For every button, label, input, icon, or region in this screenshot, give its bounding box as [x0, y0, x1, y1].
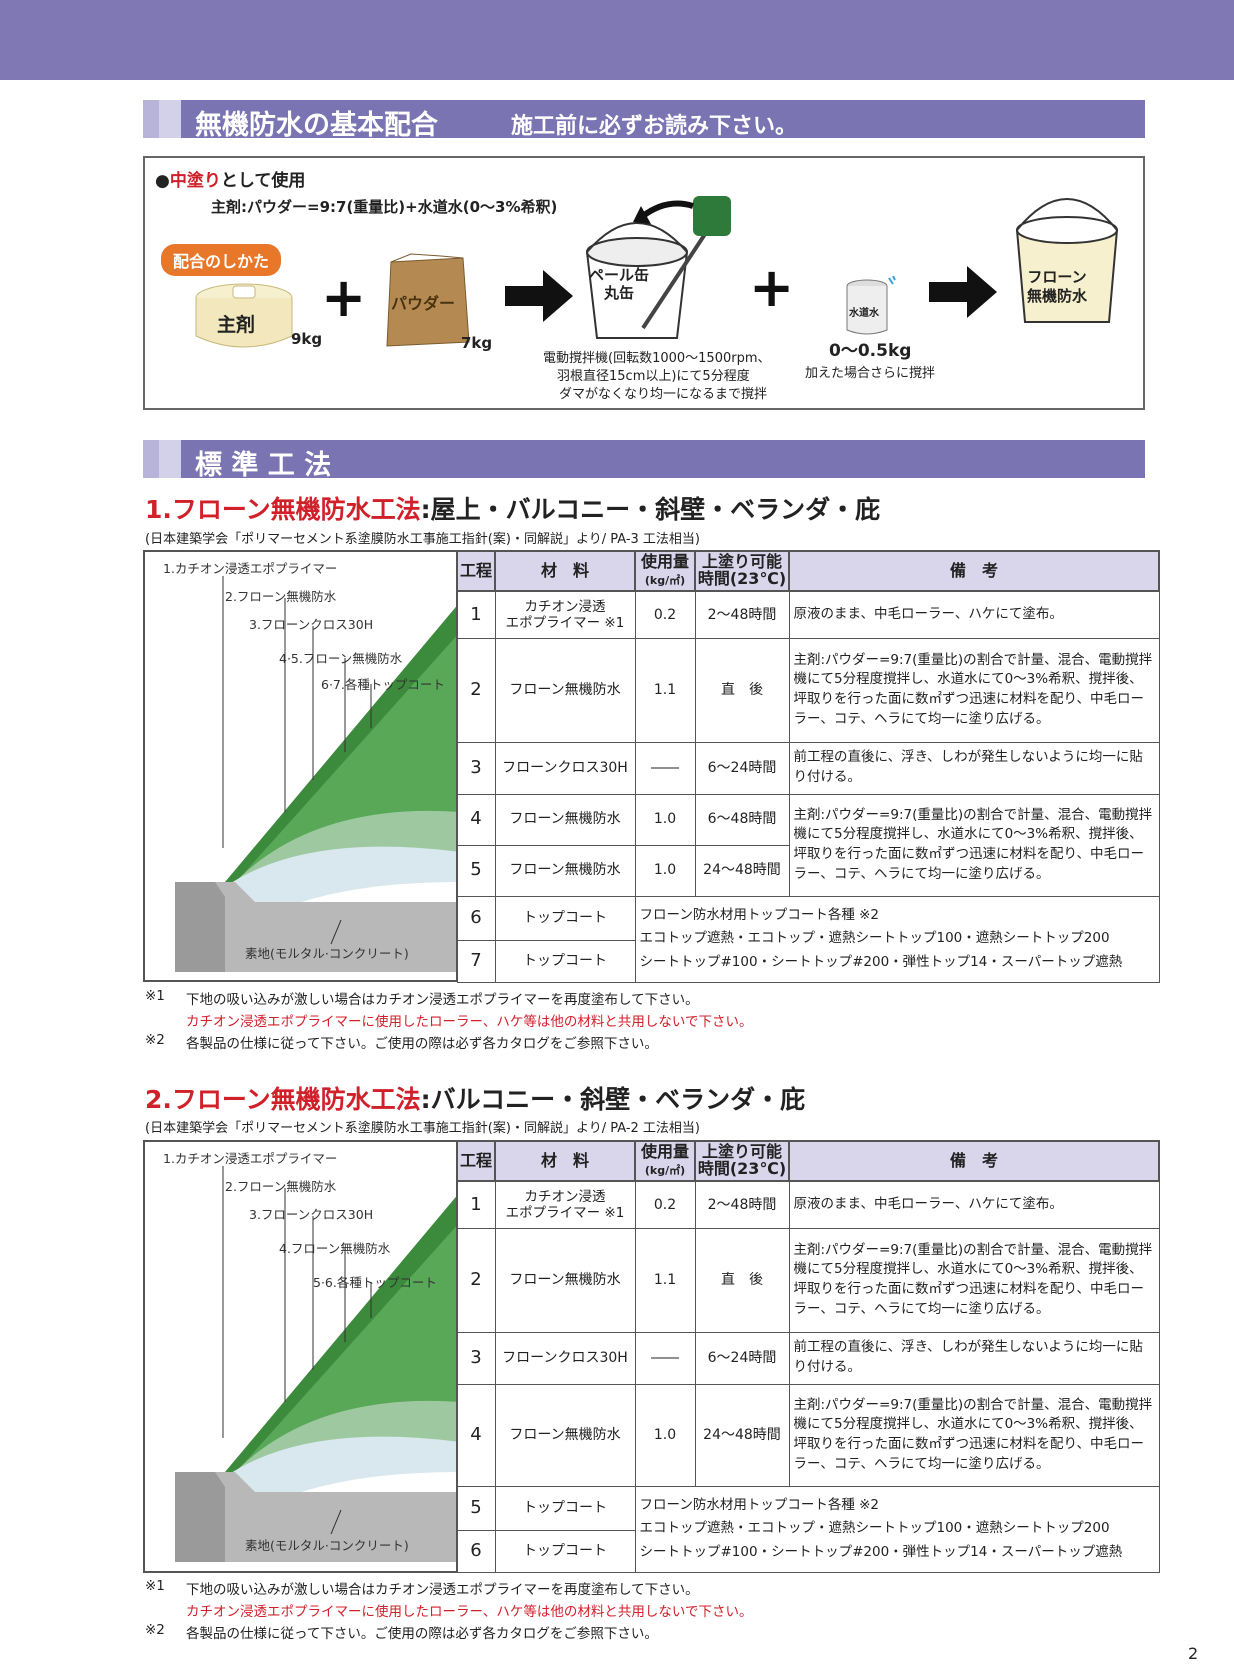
- method1-spec-table: 工程 材 料 使用量(kg/㎡) 上塗り可能時間(23℃) 備 考 1 カチオン…: [456, 550, 1160, 983]
- col-material: 材 料: [494, 550, 636, 592]
- mixer-note-1: 電動撹拌機(回転数1000〜1500rpm、: [543, 351, 771, 366]
- main-agent-label: 主剤: [217, 314, 256, 336]
- layer-label-5: 6·7.各種トップコート: [321, 677, 445, 692]
- method1-layer-diagram: 1.カチオン浸透エポプライマー 2.フローン無機防水 3.フローンクロス30H …: [143, 550, 458, 982]
- layer-illustration: [175, 576, 456, 972]
- main-weight: 9kg: [291, 330, 323, 348]
- water-can-label: 水道水: [849, 308, 879, 319]
- layer-label-5: 5·6.各種トップコート: [313, 1275, 437, 1290]
- method1-title: 1.フローン無機防水工法:屋上・バルコニー・斜壁・ベランダ・庇: [145, 495, 881, 524]
- layer-label-2: 2.フローン無機防水: [225, 1179, 337, 1194]
- page-number: 2: [1188, 1644, 1199, 1663]
- method2-title: 2.フローン無機防水工法:バルコニー・斜壁・ベランダ・庇: [145, 1085, 806, 1114]
- method2-note1-red: カチオン浸透エポプライマーに使用したローラー、ハケ等は他の材料と共用しないで下さ…: [186, 1604, 753, 1620]
- arrow-right-icon: [505, 270, 573, 322]
- layer-label-3: 3.フローンクロス30H: [249, 617, 374, 632]
- layer-label-1: 1.カチオン浸透エポプライマー: [163, 1151, 338, 1166]
- section-header-standard-method: 標 準 工 法: [143, 440, 1145, 481]
- layer-label-3: 3.フローンクロス30H: [249, 1207, 374, 1222]
- col-material: 材 料: [494, 1140, 636, 1182]
- method2-note2-mark: ※2: [145, 1622, 165, 1638]
- main-agent-icon: [195, 283, 293, 348]
- table-row: 2 フローン無機防水 1.1 直 後 主剤:パウダー=9:7(重量比)の割合で計…: [456, 1227, 1160, 1333]
- col-recoat: 上塗り可能時間(23℃): [694, 550, 790, 592]
- mix-box: ●中塗りとして使用 主剤:パウダー=9:7(重量比)+水道水(0〜3%希釈) 配…: [143, 156, 1145, 410]
- method2-layer-diagram: 1.カチオン浸透エポプライマー 2.フローン無機防水 3.フローンクロス30H …: [143, 1140, 458, 1573]
- water-note: 加えた場合さらに撹拌: [805, 366, 936, 381]
- powder-label: パウダー: [391, 294, 456, 313]
- powder-weight: 7kg: [461, 334, 493, 352]
- section-title-2: 標 準 工 法: [195, 450, 332, 481]
- table-row: 4 フローン無機防水 1.0 24〜48時間 主剤:パウダー=9:7(重量比)の…: [456, 1383, 1160, 1487]
- method2-spec-table: 工程 材 料 使用量(kg/㎡) 上塗り可能時間(23℃) 備 考 1 カチオン…: [456, 1140, 1160, 1573]
- table-row: 4 フローン無機防水 1.0 6〜48時間 主剤:パウダー=9:7(重量比)の割…: [456, 793, 1160, 897]
- method2-note1: 下地の吸い込みが激しい場合はカチオン浸透エポプライマーを再度塗布して下さい。: [186, 1582, 699, 1598]
- method1-note1-mark: ※1: [145, 988, 165, 1004]
- mixer-note-3: ダマがなくなり均一になるまで撹拌: [559, 387, 768, 402]
- water-can-icon: [846, 276, 896, 335]
- method1-note1: 下地の吸い込みが激しい場合はカチオン浸透エポプライマーを再度塗布して下さい。: [186, 992, 699, 1008]
- water-amount: 0〜0.5kg: [829, 341, 912, 361]
- mixer-note-2: 羽根直径15cm以上)にて5分程度: [557, 369, 750, 384]
- col-step: 工程: [456, 550, 496, 592]
- table-row: 7 トップコート: [456, 939, 1159, 983]
- table-row: 2 フローン無機防水 1.1 直 後 主剤:パウダー=9:7(重量比)の割合で計…: [456, 637, 1160, 743]
- table-row: 1 カチオン浸透 エポプライマー ※1 0.2 2〜48時間 原液のまま、中毛ロ…: [456, 1180, 1160, 1229]
- col-remarks: 備 考: [788, 550, 1160, 592]
- table-row: 3 フローンクロス30H ―― 6〜24時間 前工程の直後に、浮き、しわが発生し…: [456, 741, 1160, 795]
- top-banner: [0, 0, 1234, 80]
- layer-label-4: 4·5.フローン無機防水: [279, 651, 403, 666]
- result-bucket-icon: [1016, 198, 1118, 323]
- usage-line: ●中塗りとして使用: [155, 171, 306, 191]
- arrow-right-icon-2: [929, 266, 997, 318]
- pail-mixer-icon: [586, 196, 731, 339]
- table-row: 6 トップコート: [456, 1529, 1159, 1573]
- method1-note2-mark: ※2: [145, 1032, 165, 1048]
- col-amount: 使用量(kg/㎡): [634, 550, 696, 592]
- plus-icon: +: [321, 266, 367, 329]
- mix-ratio: 主剤:パウダー=9:7(重量比)+水道水(0〜3%希釈): [211, 198, 558, 216]
- layer-label-4: 4.フローン無機防水: [279, 1241, 391, 1256]
- result-label: フローン 無機防水: [1027, 268, 1088, 305]
- section-note: 施工前に必ずお読み下さい。: [511, 114, 798, 139]
- table-row: 5 トップコート フローン防水材用トップコート各種 ※2 エコトップ遮熱・エコト…: [456, 1485, 1160, 1573]
- pail-label: ペール缶 丸缶: [589, 266, 650, 302]
- plus-icon-2: +: [749, 256, 795, 319]
- method2-note2: 各製品の仕様に従って下さい。ご使用の際は必ず各カタログをご参照下さい。: [186, 1626, 658, 1642]
- layer-label-substrate: 素地(モルタル·コンクリート): [245, 946, 409, 961]
- table-row: 3 フローンクロス30H ―― 6〜24時間 前工程の直後に、浮き、しわが発生し…: [456, 1331, 1160, 1385]
- table-row: 6 トップコート フローン防水材用トップコート各種 ※2 エコトップ遮熱・エコト…: [456, 895, 1160, 983]
- method1-source: (日本建築学会「ポリマーセメント系塗膜防水工事施工指針(案)・同解説」より/ P…: [145, 532, 700, 547]
- layer-label-2: 2.フローン無機防水: [225, 589, 337, 604]
- powder-bag-icon: [386, 253, 470, 347]
- col-step: 工程: [456, 1140, 496, 1182]
- col-recoat: 上塗り可能時間(23℃): [694, 1140, 790, 1182]
- method2-source: (日本建築学会「ポリマーセメント系塗膜防水工事施工指針(案)・同解説」より/ P…: [145, 1121, 700, 1136]
- section-title: 無機防水の基本配合: [195, 110, 438, 141]
- layer-illustration-2: [175, 1166, 456, 1562]
- layer-label-substrate: 素地(モルタル·コンクリート): [245, 1538, 409, 1553]
- method1-note2: 各製品の仕様に従って下さい。ご使用の際は必ず各カタログをご参照下さい。: [186, 1036, 658, 1052]
- method1-note1-red: カチオン浸透エポプライマーに使用したローラー、ハケ等は他の材料と共用しないで下さ…: [186, 1014, 753, 1030]
- table-row: 5 フローン無機防水 1.0 24〜48時間: [456, 844, 1159, 897]
- col-amount: 使用量(kg/㎡): [634, 1140, 696, 1182]
- section-header-basic-mix: 無機防水の基本配合 施工前に必ずお読み下さい。: [143, 100, 1145, 141]
- layer-label-1: 1.カチオン浸透エポプライマー: [163, 561, 338, 576]
- table-row: 1 カチオン浸透 エポプライマー ※1 0.2 2〜48時間 原液のまま、中毛ロ…: [456, 590, 1160, 639]
- col-remarks: 備 考: [788, 1140, 1160, 1182]
- method2-note1-mark: ※1: [145, 1578, 165, 1594]
- how-label: 配合のしかた: [161, 244, 282, 276]
